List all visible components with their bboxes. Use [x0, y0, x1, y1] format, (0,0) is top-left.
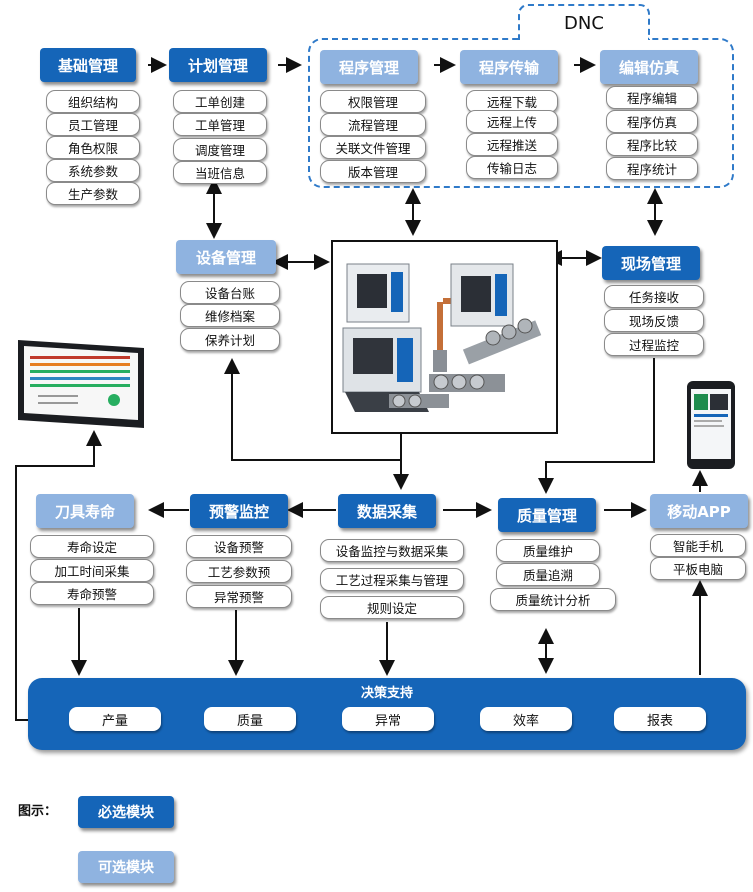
plan-item-4: 当班信息: [173, 161, 267, 184]
data-item-1: 设备监控与数据采集: [320, 539, 464, 562]
tool-item-1: 寿命设定: [30, 535, 154, 558]
basic-item-3: 角色权限: [46, 136, 140, 159]
monitor-dashboard-icon: [18, 340, 144, 430]
equipment-item-2: 维修档案: [180, 304, 280, 327]
basic-item-1: 组织结构: [46, 90, 140, 113]
site-item-1: 任务接收: [604, 285, 704, 308]
legend-optional-module: 可选模块: [78, 851, 174, 883]
module-edit-header: 编辑仿真: [600, 50, 698, 84]
tool-item-2: 加工时间采集: [30, 559, 154, 582]
edit-item-3: 程序比较: [606, 133, 698, 156]
module-equipment-header: 设备管理: [176, 240, 276, 274]
program-item-2: 流程管理: [320, 113, 426, 136]
transfer-item-2: 远程上传: [466, 110, 558, 133]
module-site-header: 现场管理: [602, 246, 700, 280]
basic-item-2: 员工管理: [46, 113, 140, 136]
decision-item-exception: 异常: [342, 707, 434, 731]
tool-item-3: 寿命预警: [30, 582, 154, 605]
transfer-item-1: 远程下载: [466, 90, 558, 113]
dnc-label: DNC: [518, 4, 650, 40]
decision-item-quality: 质量: [204, 707, 296, 731]
quality-item-3: 质量统计分析: [490, 588, 616, 611]
module-data-header: 数据采集: [338, 494, 436, 528]
plan-item-2: 工单管理: [173, 113, 267, 136]
plan-item-1: 工单创建: [173, 90, 267, 113]
program-item-1: 权限管理: [320, 90, 426, 113]
module-plan-header: 计划管理: [169, 48, 267, 82]
module-tool-header: 刀具寿命: [36, 494, 134, 528]
module-quality-header: 质量管理: [498, 498, 596, 532]
legend-label: 图示：: [18, 804, 58, 819]
legend-required-module: 必选模块: [78, 796, 174, 828]
data-item-3: 规则设定: [320, 596, 464, 619]
decision-item-output: 产量: [69, 707, 161, 731]
module-mobile-header: 移动APP: [650, 494, 748, 528]
basic-item-5: 生产参数: [46, 182, 140, 205]
cnc-machine-icon: [342, 263, 542, 412]
decision-item-efficiency: 效率: [480, 707, 572, 731]
alarm-item-1: 设备预警: [186, 535, 292, 558]
decision-support-title: 决策支持: [360, 686, 413, 701]
site-item-2: 现场反馈: [604, 309, 704, 332]
program-item-4: 版本管理: [320, 160, 426, 183]
edit-item-1: 程序编辑: [606, 86, 698, 109]
transfer-item-3: 远程推送: [466, 133, 558, 156]
mobile-item-2: 平板电脑: [650, 557, 746, 580]
module-transfer-header: 程序传输: [460, 50, 558, 84]
quality-item-2: 质量追溯: [496, 563, 600, 586]
arrow-machine-equipment: [224, 358, 402, 461]
arrow-site-quality: [538, 358, 655, 494]
alarm-item-2: 工艺参数预: [186, 560, 292, 583]
arrow-decision-monitor: [15, 430, 102, 721]
mobile-item-1: 智能手机: [650, 534, 746, 557]
module-alarm-header: 预警监控: [190, 494, 288, 528]
module-program-header: 程序管理: [320, 50, 418, 84]
quality-item-1: 质量维护: [496, 539, 600, 562]
equipment-item-1: 设备台账: [180, 281, 280, 304]
program-item-3: 关联文件管理: [320, 136, 426, 159]
module-basic-header: 基础管理: [40, 48, 136, 82]
transfer-item-4: 传输日志: [466, 156, 558, 179]
smartphone-icon: [686, 380, 736, 470]
alarm-item-3: 异常预警: [186, 585, 292, 608]
decision-item-report: 报表: [614, 707, 706, 731]
edit-item-2: 程序仿真: [606, 110, 698, 133]
edit-item-4: 程序统计: [606, 157, 698, 180]
machine-cell-illustration: [331, 240, 558, 434]
plan-item-3: 调度管理: [173, 138, 267, 161]
basic-item-4: 系统参数: [46, 159, 140, 182]
equipment-item-3: 保养计划: [180, 328, 280, 351]
site-item-3: 过程监控: [604, 333, 704, 356]
data-item-2: 工艺过程采集与管理: [320, 568, 464, 591]
